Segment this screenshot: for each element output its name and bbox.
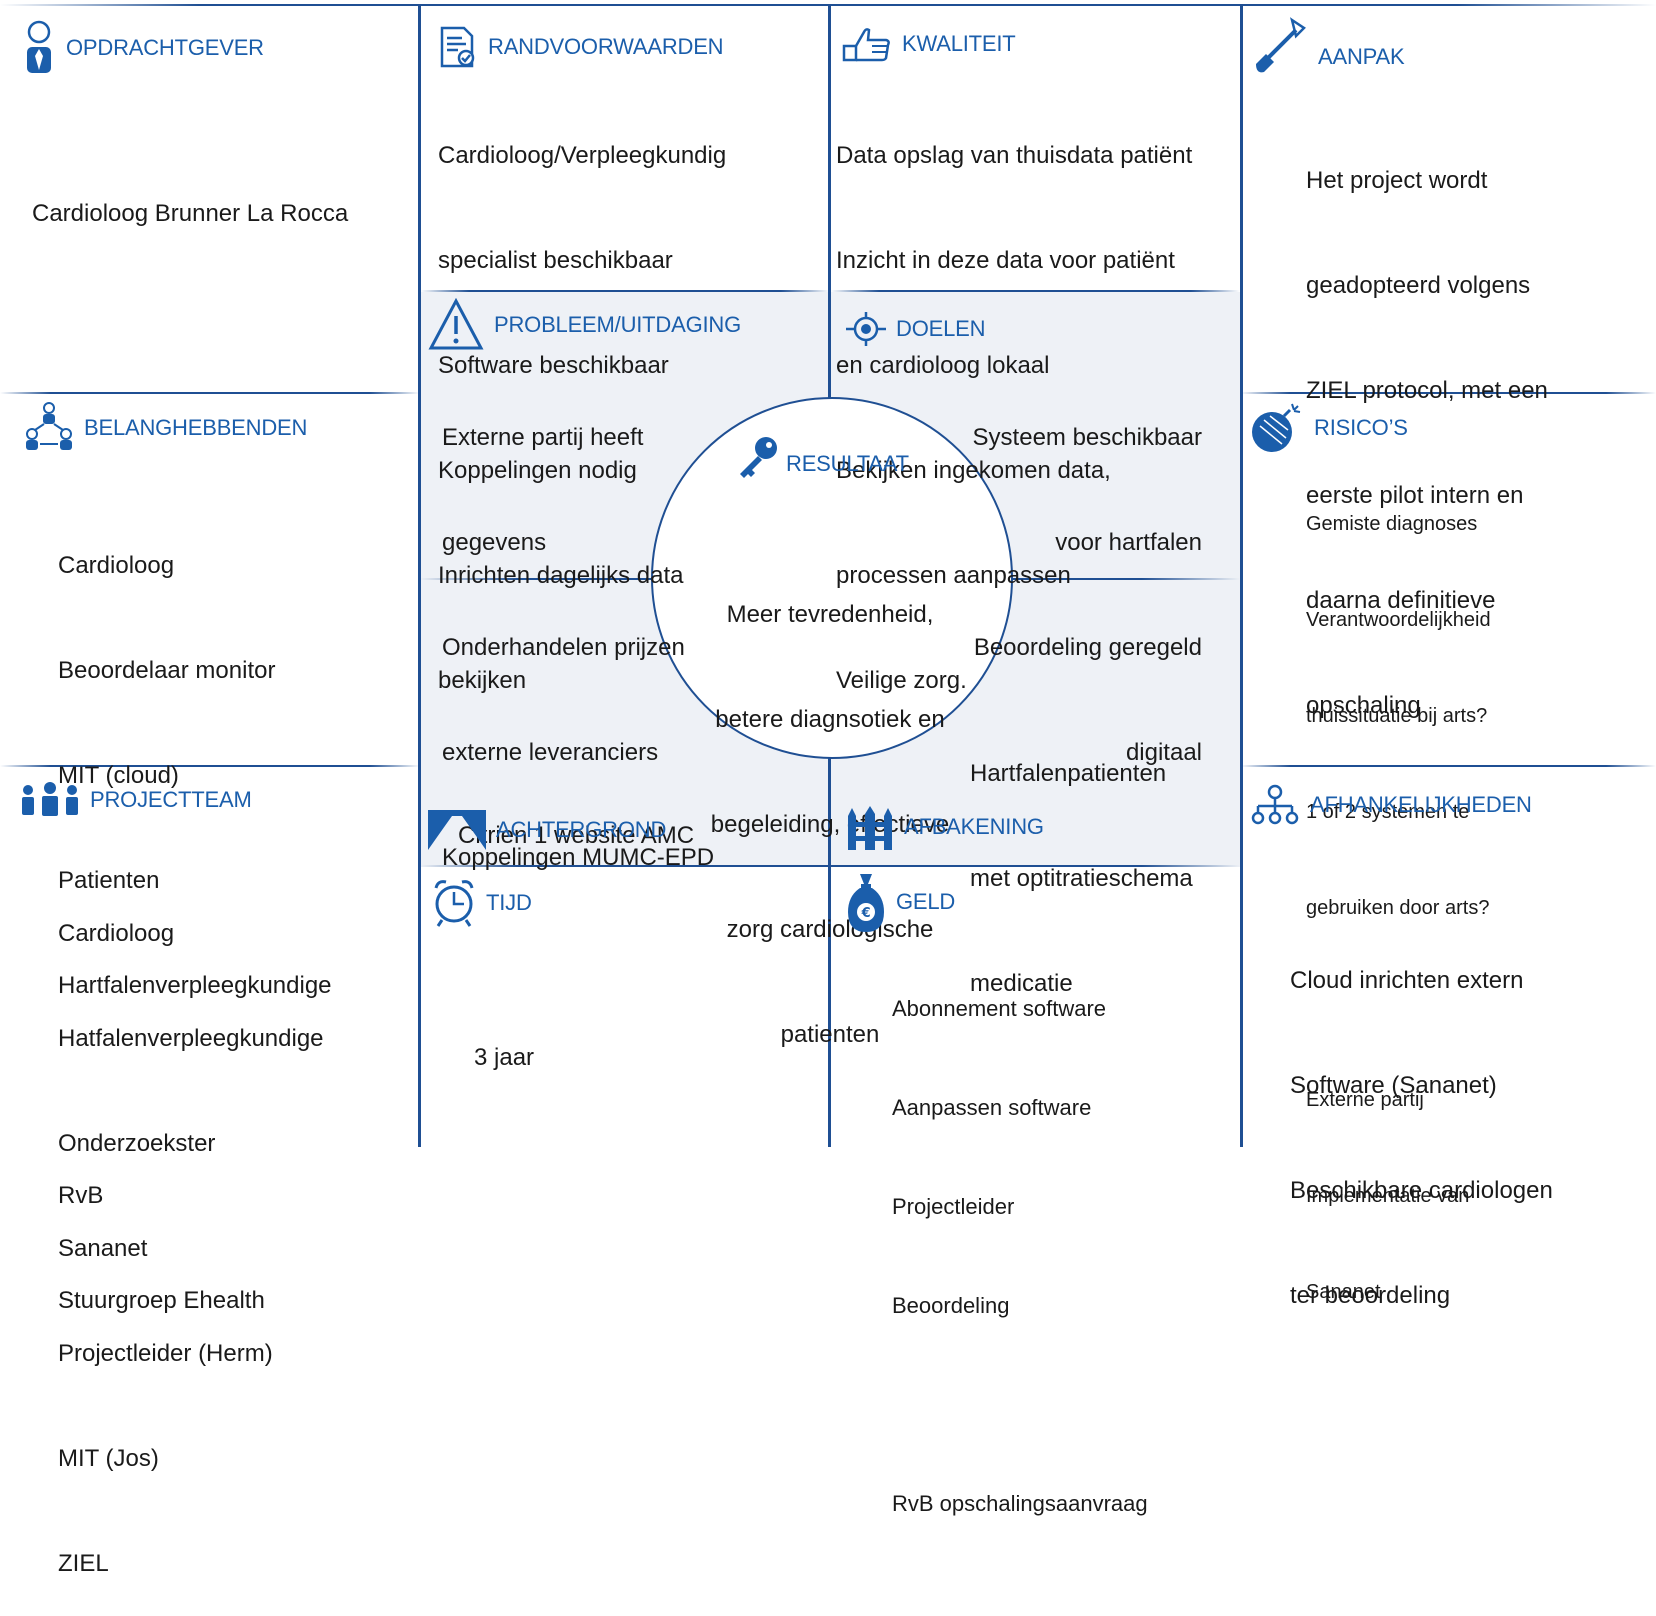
hline-randvoorwaarden — [420, 290, 830, 292]
resultaat-header: RESULTAAT — [734, 434, 909, 480]
probleem-title: PROBLEEM/UITDAGING — [494, 312, 741, 337]
key-icon — [740, 437, 777, 478]
achtergrond-title: ACHTERGROND — [496, 817, 667, 842]
projectteam-title: PROJECTTEAM — [90, 787, 252, 812]
hline-right-2 — [1240, 765, 1656, 767]
tijd-text: 3 jaar — [474, 1044, 535, 1071]
belanghebbenden-title: BELANGHEBBENDEN — [84, 415, 308, 440]
randvoorwaarden-header: RANDVOORWAARDEN — [438, 26, 724, 68]
svg-text:€: € — [861, 906, 871, 921]
fence-icon — [848, 806, 892, 850]
opdrachtgever-title: OPDRACHTGEVER — [66, 35, 264, 60]
afbakening-header: AFBAKENING — [846, 804, 1044, 850]
hline-kwaliteit — [830, 290, 1240, 292]
kwaliteit-title: KWALITEIT — [902, 31, 1016, 56]
randvoorwaarden-title: RANDVOORWAARDEN — [488, 34, 724, 59]
belanghebbenden-header: BELANGHEBBENDEN — [24, 400, 307, 456]
afhankelijkheden-header: AFHANKELIJKHEDEN — [1250, 784, 1532, 826]
resultaat-title: RESULTAAT — [786, 451, 909, 476]
doelen-text: Systeem beschikbaar voor hartfalen Beoor… — [972, 424, 1202, 766]
afhankelijkheden-title: AFHANKELIJKHEDEN — [1310, 792, 1532, 817]
curtain-icon — [428, 810, 486, 850]
risicos-title: RISICO’S — [1314, 415, 1408, 440]
resultaat-text: Meer tevredenheid, betere diagnsotiek en… — [710, 601, 950, 1048]
tijd-header: TIJD — [432, 878, 532, 928]
vertical-line-3 — [1240, 4, 1243, 1147]
doelen-header: DOELEN — [846, 312, 985, 346]
team-icon — [22, 782, 78, 816]
thumbs-up-icon — [842, 28, 890, 62]
risicos-header: RISICO’S — [1248, 400, 1408, 456]
probleem-header: PROBLEEM/UITDAGING — [428, 298, 741, 352]
kwaliteit-header: KWALITEIT — [842, 26, 1016, 62]
money-bag-icon: € — [848, 874, 884, 932]
afhankelijkheden-text: Cloud inrichten extern Software (Sananet… — [1290, 967, 1553, 1309]
tijd-title: TIJD — [486, 890, 532, 915]
projectteam-text: Cardioloog Hatfalenverpleegkundige Onder… — [58, 920, 324, 1577]
warning-triangle-icon — [428, 298, 484, 350]
network-people-icon — [26, 402, 72, 450]
aanpak-title: AANPAK — [1318, 44, 1405, 69]
target-icon — [846, 312, 886, 346]
achtergrond-header: ACHTERGROND — [428, 810, 666, 850]
probleem-text: Externe partij heeft gegevens Onderhande… — [442, 424, 715, 871]
geld-text: Abonnement software Aanpassen software P… — [892, 996, 1148, 1516]
shovel-icon — [1256, 17, 1306, 73]
hline-right-1 — [1240, 392, 1656, 394]
geld-title: GELD — [896, 889, 956, 914]
aanpak-header: AANPAK — [1252, 16, 1405, 76]
document-check-icon — [440, 26, 475, 68]
geld-header: € GELD — [846, 870, 955, 934]
afbakening-text: Hartfalenpatienten met optitratieschema … — [970, 760, 1193, 997]
alarm-clock-icon — [434, 880, 474, 927]
afbakening-title: AFBAKENING — [904, 814, 1044, 839]
doelen-title: DOELEN — [896, 316, 986, 341]
bomb-icon — [1252, 403, 1301, 452]
vertical-line-1 — [418, 4, 421, 1147]
aanpak-text: Het project wordt geadopteerd volgens ZI… — [1306, 167, 1548, 719]
hierarchy-icon — [1251, 784, 1299, 825]
randvoorwaarden-text: Cardioloog/Verpleegkundig specialist bes… — [438, 142, 727, 694]
hline-left-1 — [0, 392, 420, 394]
kwaliteit-text: Data opslag van thuisdata patiënt Inzich… — [836, 142, 1193, 694]
opdrachtgever-header: OPDRACHTGEVER — [22, 20, 264, 76]
achtergrond-text: Citrien 1 website AMC — [458, 822, 695, 849]
hline-left-2 — [0, 765, 420, 767]
opdrachtgever-text: Cardioloog Brunner La Rocca — [32, 200, 349, 227]
hline-center-bottom — [420, 865, 1240, 867]
resultaat-circle — [651, 397, 1013, 759]
projectteam-header: PROJECTTEAM — [20, 782, 252, 818]
person-tie-icon — [27, 20, 51, 73]
